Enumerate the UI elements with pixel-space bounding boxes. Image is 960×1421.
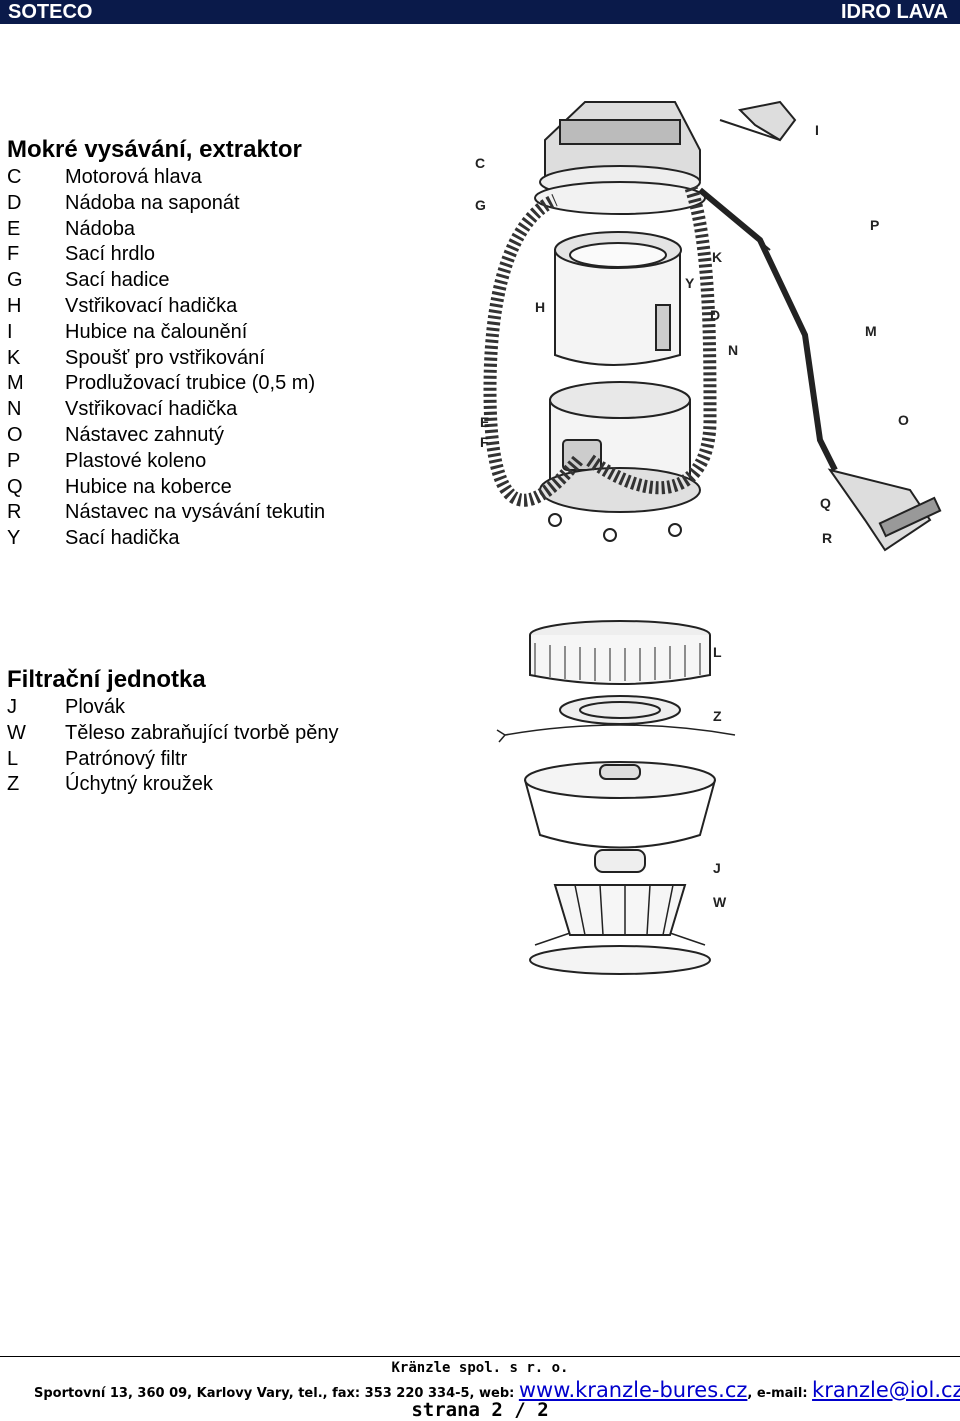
header-brand: SOTECO [8, 1, 93, 23]
filter-unit-illustration: L Z J W [496, 620, 736, 975]
part-description: Nástavec na vysávání tekutin [65, 501, 326, 524]
part-description: Sací hrdlo [65, 243, 156, 266]
figure-callout-label: W [713, 894, 727, 910]
figure-callout-label: G [475, 197, 486, 213]
part-description: Plastové koleno [65, 449, 207, 472]
part-letter: H [7, 294, 22, 317]
figure-callout-label: P [870, 217, 879, 233]
part-description: Nádoba [65, 217, 136, 240]
part-description: Těleso zabraňující tvorbě pěny [65, 721, 339, 744]
extractor-illustration: C G H EF I P K YD M N O Q R [475, 100, 942, 552]
footer-email-link[interactable]: kranzle@iol.cz [812, 1378, 960, 1402]
page-header: SOTECO IDRO LAVA [0, 0, 960, 24]
part-description: Sací hadička [65, 527, 180, 550]
part-letter: O [7, 423, 23, 446]
figure-callout-label: O [898, 412, 909, 428]
header-product: IDRO LAVA [840, 1, 948, 23]
figure-callout-label: C [475, 155, 485, 171]
figure-callout-label: D [710, 307, 720, 323]
footer-rule [0, 1356, 960, 1357]
part-description: Prodlužovací trubice (0,5 m) [65, 372, 316, 395]
part-description: Vstřikovací hadička [65, 398, 238, 421]
figure-callout-label: H [535, 299, 545, 315]
cartridge-filter [529, 635, 711, 685]
part-letter: Q [7, 475, 23, 498]
figure-callout-label: E [480, 414, 489, 430]
anti-foam-body [553, 884, 687, 936]
figure-callout-label: L [713, 644, 722, 660]
figure-callout-label: Y [685, 275, 695, 291]
part-letter: G [7, 269, 23, 292]
part-letter: F [7, 243, 20, 266]
part-description: Spoušť pro vstřikování [65, 346, 265, 369]
footer-contact: Sportovní 13, 360 09, Karlovy Vary, tel.… [34, 1378, 960, 1402]
part-letter: J [7, 696, 17, 718]
part-description: Hubice na koberce [65, 475, 232, 498]
carpet-nozzle [827, 468, 932, 552]
filter-section-title: Filtrační jednotka [7, 666, 206, 693]
footer-web-link[interactable]: www.kranzle-bures.cz [518, 1378, 748, 1402]
part-letter: L [7, 747, 19, 770]
part-description: Úchytný kroužek [65, 773, 213, 796]
part-letter: Z [7, 773, 20, 796]
figure-callout-label: N [728, 342, 738, 358]
upholstery-tool [737, 100, 797, 142]
detergent-tank [554, 249, 681, 366]
part-description: Nádoba na saponát [65, 191, 240, 214]
part-letter: P [7, 449, 21, 472]
figure-callout-label: J [713, 860, 721, 876]
figure-callout-label: Z [713, 708, 722, 724]
part-description: Nástavec zahnutý [65, 423, 224, 446]
footer-email-label: , e-mail: [747, 1386, 813, 1401]
part-letter: I [7, 320, 13, 343]
figure-callout-label: R [822, 530, 832, 546]
part-letter: M [7, 372, 24, 395]
part-description: Vstřikovací hadička [65, 294, 238, 317]
suction-hose [483, 194, 584, 507]
part-letter: R [7, 501, 22, 524]
part-description: Sací hadice [65, 269, 170, 292]
part-description: Plovák [65, 696, 126, 718]
part-letter: E [7, 217, 21, 240]
part-letter: W [7, 721, 26, 744]
figure-callout-label: K [712, 249, 722, 265]
part-letter: D [7, 191, 22, 214]
figure-callout-label: I [815, 122, 819, 138]
extension-tube [698, 187, 838, 472]
footer-company: Kränzle spol. s r. o. [391, 1360, 569, 1376]
wet-section-title: Mokré vysávání, extraktor [7, 136, 302, 163]
figure-callout-label: F [480, 434, 489, 450]
footer-address: Sportovní 13, 360 09, Karlovy Vary, tel.… [34, 1386, 519, 1401]
figure-callout-label: Q [820, 495, 831, 511]
part-description: Hubice na čalounění [65, 320, 248, 343]
part-description: Patrónový filtr [65, 747, 188, 770]
part-description: Motorová hlava [65, 166, 202, 188]
figure-callout-label: M [865, 323, 877, 339]
part-letter: K [7, 346, 21, 369]
part-letter: Y [7, 527, 21, 550]
part-letter: N [7, 398, 22, 421]
float [594, 849, 646, 873]
clamp-ring [559, 695, 681, 725]
part-letter: C [7, 166, 22, 188]
page-number: strana 2 / 2 [411, 1399, 549, 1421]
